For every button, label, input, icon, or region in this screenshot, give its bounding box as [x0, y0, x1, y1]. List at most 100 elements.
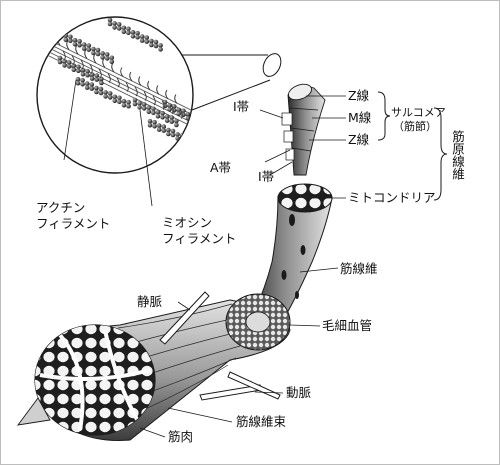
actin-bead — [58, 30, 64, 35]
actin-bead — [80, 67, 86, 73]
actin-bead — [94, 85, 99, 91]
leader-lines — [63, 79, 346, 438]
actin-bead — [158, 47, 163, 52]
z-line-top-label: Z線 — [348, 88, 370, 103]
myosin-head — [147, 80, 156, 106]
actin-bead — [121, 98, 127, 104]
z-line-bottom-label: Z線 — [348, 132, 370, 147]
actin-bead — [72, 37, 78, 43]
actin-bead — [104, 52, 110, 57]
myosin-label-line1: ミオシン — [162, 215, 213, 230]
actin-bead — [160, 114, 165, 120]
actin-bead — [80, 71, 86, 77]
actin-bead — [116, 26, 122, 31]
actin-bead — [132, 101, 138, 107]
actin-bead — [49, 25, 55, 31]
actin-bead — [81, 42, 87, 47]
actin-label-line1: アクチン — [36, 200, 86, 215]
myosin-head — [84, 49, 93, 74]
actin-bead — [57, 55, 63, 61]
myosin-head — [66, 40, 75, 65]
actin-bead — [71, 63, 77, 69]
actin-bead — [146, 109, 152, 115]
actin-bead — [89, 76, 95, 81]
myosin-head — [138, 76, 147, 101]
actin-bead — [164, 118, 170, 123]
myosin-head — [174, 94, 183, 119]
actin-bead — [200, 117, 205, 122]
actin-bead — [100, 51, 105, 56]
actin-bead — [146, 105, 152, 111]
actin-bead — [184, 136, 190, 142]
actin-bead — [94, 77, 100, 82]
actin-bead — [95, 51, 101, 57]
actin-bead — [176, 107, 182, 113]
actin-bead — [89, 86, 95, 91]
myofibril-label: 筋原線維 — [450, 130, 465, 180]
actin-bead — [99, 80, 104, 86]
actin-bead — [200, 121, 205, 126]
actin-bead — [107, 17, 113, 23]
myosin-head — [120, 67, 129, 92]
actin-bead — [85, 72, 90, 78]
fascicle-label: 筋線維束 — [236, 414, 287, 429]
actin-bead — [170, 128, 176, 134]
actin-bead — [94, 73, 100, 78]
actin-bead — [153, 43, 159, 49]
actin-bead — [112, 25, 117, 30]
actin-bead — [171, 104, 177, 109]
actin-bead — [147, 122, 153, 128]
actin-bead — [135, 34, 140, 40]
actin-bead — [204, 121, 209, 126]
actin-bead — [149, 38, 154, 44]
actin-bead — [121, 25, 127, 31]
actin-bead — [174, 118, 179, 124]
actin-bead — [76, 64, 81, 70]
actin-bead — [72, 41, 78, 47]
actin-bead — [121, 102, 127, 108]
vein-label: 静脈 — [137, 294, 163, 309]
actin-bead — [49, 29, 55, 35]
actin-bead — [135, 30, 140, 36]
actin-bead — [141, 102, 147, 107]
actin-bead — [116, 22, 122, 27]
actin-bead — [144, 35, 150, 40]
myosin-head — [102, 58, 111, 83]
actin-bead — [80, 81, 85, 87]
myosin-filament-label: ミオシン フィラメント — [162, 215, 236, 247]
actin-bead — [62, 63, 67, 68]
actin-bead — [85, 68, 90, 74]
actin-bead — [66, 60, 72, 65]
actin-bead — [156, 127, 162, 132]
artery-label: 動脈 — [286, 385, 312, 400]
actin-bead — [161, 124, 167, 129]
actin-bead — [104, 56, 110, 61]
actin-bead — [189, 137, 193, 143]
actin-bead — [141, 106, 147, 111]
zoom-connector-lines — [182, 53, 282, 111]
actin-filament-label: アクチン フィラメント — [36, 200, 110, 232]
actin-bead — [151, 110, 156, 116]
capillary-label: 毛細血管 — [322, 318, 373, 333]
actin-bead — [137, 105, 142, 110]
actin-bead — [152, 119, 157, 125]
muscle-fiber-label: 筋線維 — [340, 261, 378, 276]
actin-bead — [62, 59, 67, 64]
actin-bead — [153, 39, 159, 45]
actin-bead — [195, 120, 200, 125]
actin-bead — [167, 103, 172, 108]
actin-bead — [57, 59, 63, 65]
actin-bead — [147, 118, 153, 124]
actin-bead — [94, 89, 99, 95]
i-band-top-label: I帯 — [233, 99, 250, 114]
actin-bead — [84, 81, 90, 86]
actin-bead — [121, 29, 127, 35]
actin-bead — [137, 101, 142, 106]
actin-bead — [76, 68, 81, 74]
actin-bead — [130, 29, 136, 35]
actin-bead — [164, 114, 170, 119]
actin-bead — [107, 91, 113, 96]
actin-bead — [54, 33, 59, 38]
actin-bead — [77, 42, 82, 48]
